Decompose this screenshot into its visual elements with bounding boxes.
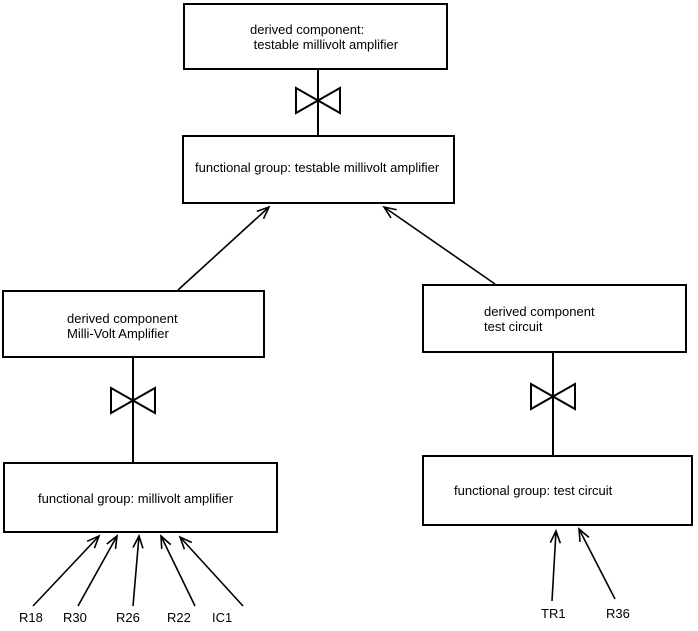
decomposition-connector-top <box>295 70 341 135</box>
arrow-r18 <box>32 534 101 607</box>
component-label-tr1: TR1 <box>541 606 566 621</box>
arrow-derived-mva-to-fg-testable <box>177 205 271 291</box>
bowtie-icon <box>295 86 341 115</box>
decomposition-connector-right <box>530 353 576 455</box>
node-functional-group-millivolt-amplifier: functional group: millivolt amplifier <box>3 462 278 533</box>
component-label-r30: R30 <box>63 610 87 625</box>
node-derived-component-test-circuit: derived component test circuit <box>422 284 687 353</box>
bowtie-icon <box>530 382 576 411</box>
arrow-r22 <box>160 534 196 607</box>
component-label-r26: R26 <box>116 610 140 625</box>
arrow-tr1 <box>549 528 562 602</box>
component-label-r36: R36 <box>606 606 630 621</box>
node-derived-component-milli-volt-amplifier: derived component Milli-Volt Amplifier <box>2 290 265 358</box>
node-derived-component-testable-millivolt-amplifier: derived component: testable millivolt am… <box>183 3 448 70</box>
component-label-r18: R18 <box>19 610 43 625</box>
bowtie-icon <box>110 386 156 415</box>
node-functional-group-testable-millivolt-amplifier: functional group: testable millivolt amp… <box>182 135 455 204</box>
arrow-r30 <box>77 534 119 607</box>
arrow-derived-tc-to-fg-testable <box>382 205 496 285</box>
node-functional-group-test-circuit: functional group: test circuit <box>422 455 693 526</box>
component-label-r22: R22 <box>167 610 191 625</box>
component-label-ic1: IC1 <box>212 610 233 625</box>
arrow-r36 <box>578 527 616 600</box>
arrow-r26 <box>132 533 144 607</box>
arrow-ic1 <box>178 535 244 607</box>
decomposition-connector-left <box>110 358 156 462</box>
